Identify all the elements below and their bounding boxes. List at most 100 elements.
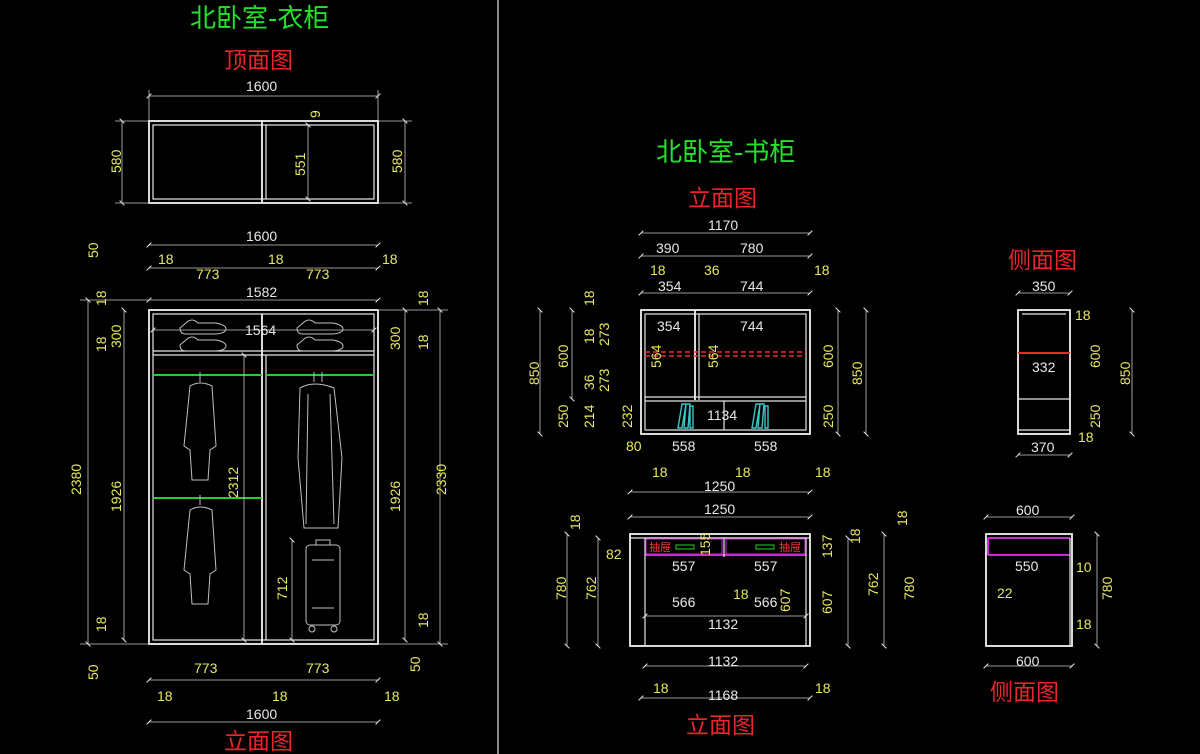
dim-bottom-18-b: 18 — [272, 688, 288, 704]
dim-right-total: 2330 — [433, 464, 449, 495]
wardrobe-elevation-view: 1600 18 18 18 773 773 1582 1564 — [68, 228, 449, 754]
dim-left-300: 300 — [108, 324, 124, 348]
dim-bc-r600: 600 — [820, 344, 836, 368]
dim-bc-c564a: 564 — [648, 344, 664, 368]
dim-bc-l850: 850 — [526, 361, 542, 385]
dim-panel-b: 18 — [268, 251, 284, 267]
drawer-right[interactable] — [725, 538, 806, 555]
dim-bcs-r600: 600 — [1087, 344, 1103, 368]
dim-bc-l273a: 273 — [596, 322, 612, 346]
dim-desk-l82: 82 — [606, 546, 622, 562]
dim-bc-l36: 36 — [581, 374, 597, 390]
dim-panel-c: 18 — [382, 251, 398, 267]
dim-right-18-top: 18 — [415, 290, 431, 306]
dim-bc-t36: 36 — [704, 262, 720, 278]
drawer-handle-right — [755, 544, 775, 550]
dim-bay-left: 773 — [196, 266, 220, 282]
dim-desk-r137: 137 — [819, 534, 835, 558]
dim-desk-c607: 607 — [777, 588, 793, 612]
dim-ds-bottom: 600 — [1016, 653, 1040, 669]
dim-plan-width: 1600 — [246, 78, 277, 94]
dim-left-18-mid: 18 — [93, 336, 109, 352]
dim-right-300: 300 — [387, 326, 403, 350]
dim-plan-depth-left: 580 — [108, 149, 124, 173]
dim-bc-left-bay: 390 — [656, 240, 680, 256]
dim-ds-inner: 550 — [1015, 558, 1039, 574]
dim-bc-c1134: 1134 — [707, 407, 737, 423]
books-sketch — [677, 403, 769, 429]
dim-bc-l232: 232 — [619, 404, 635, 428]
dim-bc-l600: 600 — [555, 344, 571, 368]
dim-desk-top: 1250 — [704, 501, 735, 517]
dim-desk-r18a: 18 — [847, 528, 863, 544]
desk-elevation-title: 立面图 — [686, 713, 755, 739]
dim-desk-d566b: 566 — [754, 594, 778, 610]
dim-left-18-top: 18 — [93, 290, 109, 306]
dim-right-18-bottom: 18 — [415, 612, 431, 628]
bookcase-drawing: 北卧室-书柜 立面图 1170 390 780 18 36 18 354 744… — [526, 138, 1135, 495]
hanging-clothes — [183, 372, 343, 605]
dim-bcs-bottom: 370 — [1031, 439, 1055, 455]
dim-bc-t354: 354 — [658, 278, 682, 294]
bookcase-side-view: 侧面图 350 18 332 600 250 850 18 370 — [1008, 248, 1135, 458]
dim-desk-l780: 780 — [553, 576, 569, 600]
suitcase — [305, 539, 341, 633]
dim-bc-i744: 744 — [740, 318, 764, 334]
wardrobe-elevation-title: 立面图 — [224, 729, 293, 754]
dim-panel-a: 18 — [158, 251, 174, 267]
dim-bc-l250: 250 — [555, 404, 571, 428]
dim-bay-right: 773 — [306, 266, 330, 282]
dim-right-50-bottom: 50 — [407, 656, 423, 672]
dim-bc-b18c: 18 — [815, 464, 831, 480]
dim-desk-d557b: 557 — [754, 558, 778, 574]
dim-left-1926: 1926 — [108, 481, 124, 512]
dim-center-712: 712 — [274, 576, 290, 600]
dim-ds-top: 600 — [1016, 502, 1040, 518]
drawer-label-right: 抽屉 — [779, 540, 801, 554]
dim-bc-total: 1170 — [708, 217, 738, 233]
dim-desk-r780: 780 — [901, 576, 917, 600]
wardrobe-drawing: 北卧室-衣柜 顶面图 1600 580 580 551 9 1600 — [68, 4, 449, 754]
dim-desk-b18b: 18 — [815, 680, 831, 696]
wardrobe-plan-title: 顶面图 — [224, 48, 293, 74]
drawer-label-left: 抽屉 — [649, 540, 671, 554]
dim-inner-width: 1582 — [246, 284, 277, 300]
dim-bc-t18a: 18 — [650, 262, 666, 278]
dim-bc-t18b: 18 — [814, 262, 830, 278]
dim-bc-b18b: 18 — [735, 464, 751, 480]
dim-ds-r18: 18 — [1076, 616, 1092, 632]
dim-desk-l18: 18 — [567, 514, 583, 530]
folded-clothes-left — [179, 319, 227, 352]
dim-bcs-top: 350 — [1032, 278, 1056, 294]
dim-shelf-width: 1564 — [245, 322, 276, 338]
dim-desk-l762: 762 — [583, 576, 599, 600]
dim-bc-b1250: 1250 — [704, 478, 735, 494]
dim-bc-c564b: 564 — [705, 344, 721, 368]
dim-bc-t744: 744 — [740, 278, 764, 294]
folded-clothes-right — [296, 319, 344, 352]
wardrobe-title: 北卧室-衣柜 — [190, 4, 329, 34]
dim-bcs-r250: 250 — [1087, 404, 1103, 428]
dim-bottom-bay-right: 773 — [306, 660, 330, 676]
dim-bcs-r850: 850 — [1117, 361, 1133, 385]
dim-bc-l18: 18 — [581, 290, 597, 306]
dim-right-1926: 1926 — [387, 481, 403, 512]
dim-ds-l22: 22 — [997, 585, 1013, 601]
dim-bc-b18a: 18 — [652, 464, 668, 480]
drawer-left[interactable] — [645, 538, 723, 555]
dim-bc-b80: 80 — [626, 438, 642, 454]
dim-center-2312: 2312 — [225, 467, 241, 498]
dim-desk-inner: 1132 — [708, 616, 738, 632]
bookcase-elevation-title: 立面图 — [688, 186, 757, 212]
dim-bc-i354: 354 — [657, 318, 681, 334]
dim-bottom-total: 1600 — [246, 706, 277, 722]
dim-bottom-bay-left: 773 — [194, 660, 218, 676]
dim-desk-c155: 155 — [697, 532, 713, 556]
dim-desk-r607: 607 — [819, 590, 835, 614]
dim-left-total: 2380 — [68, 464, 84, 495]
desk-side-title: 侧面图 — [990, 680, 1059, 706]
dim-left-18-bottom: 18 — [93, 616, 109, 632]
dim-ds-r780: 780 — [1099, 576, 1115, 600]
dim-bc-right-bay: 780 — [740, 240, 764, 256]
